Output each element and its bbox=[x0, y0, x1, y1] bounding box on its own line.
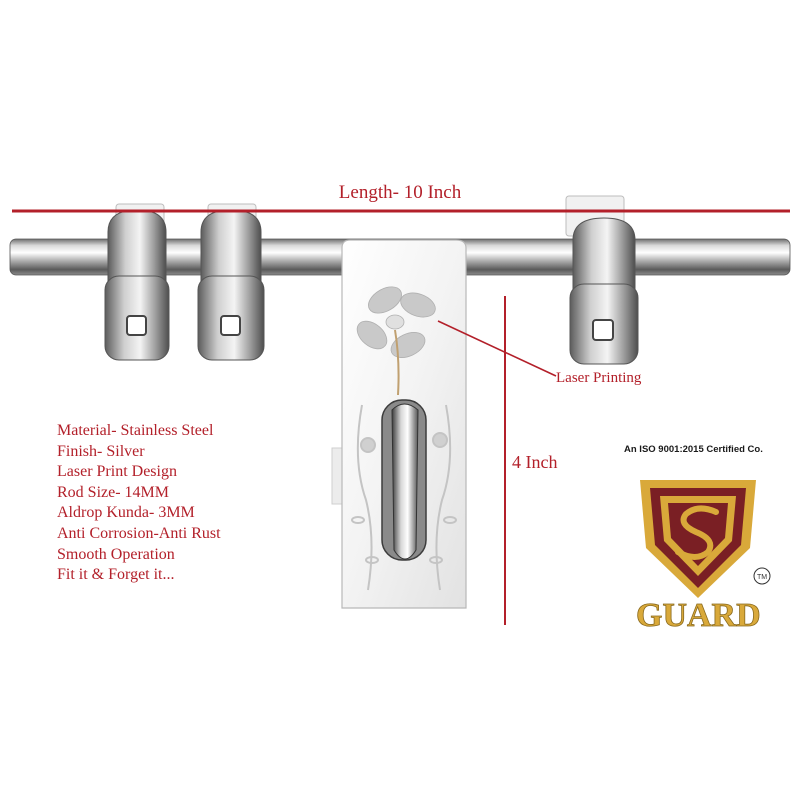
spec-rod-size: Rod Size- 14MM bbox=[57, 483, 169, 501]
clamp-right bbox=[565, 195, 639, 365]
spec-tagline: Fit it & Forget it... bbox=[57, 566, 175, 584]
laser-printing-label: Laser Printing bbox=[556, 370, 642, 386]
spec-kunda: Aldrop Kunda- 3MM bbox=[57, 504, 195, 522]
spec-operation: Smooth Operation bbox=[57, 545, 175, 563]
guard-logo: GUARD TM bbox=[636, 567, 771, 634]
hasp-plate bbox=[331, 239, 467, 609]
length-label: Length- 10 Inch bbox=[338, 182, 462, 203]
spec-corrosion: Anti Corrosion-Anti Rust bbox=[57, 524, 221, 542]
laser-flower-pattern bbox=[356, 286, 436, 396]
height-label: 4 Inch bbox=[512, 452, 558, 472]
certification-text: An ISO 9001:2015 Certified Co. bbox=[624, 444, 763, 455]
clamp-left-1 bbox=[104, 203, 170, 361]
brand-name: GUARD bbox=[636, 597, 761, 634]
hasp-handle bbox=[391, 403, 419, 560]
spec-material: Material- Stainless Steel bbox=[57, 422, 214, 439]
spec-finish: Finish- Silver bbox=[57, 442, 145, 460]
guard-shield-emblem bbox=[640, 480, 756, 598]
spec-design: Laser Print Design bbox=[57, 463, 177, 481]
laser-vine-pattern bbox=[351, 404, 457, 591]
clamp-left-2 bbox=[197, 203, 265, 361]
laser-pointer-line bbox=[437, 320, 557, 377]
spec-list: Material- Stainless Steel Finish- Silver… bbox=[57, 421, 221, 586]
trademark-symbol: TM bbox=[757, 574, 767, 581]
